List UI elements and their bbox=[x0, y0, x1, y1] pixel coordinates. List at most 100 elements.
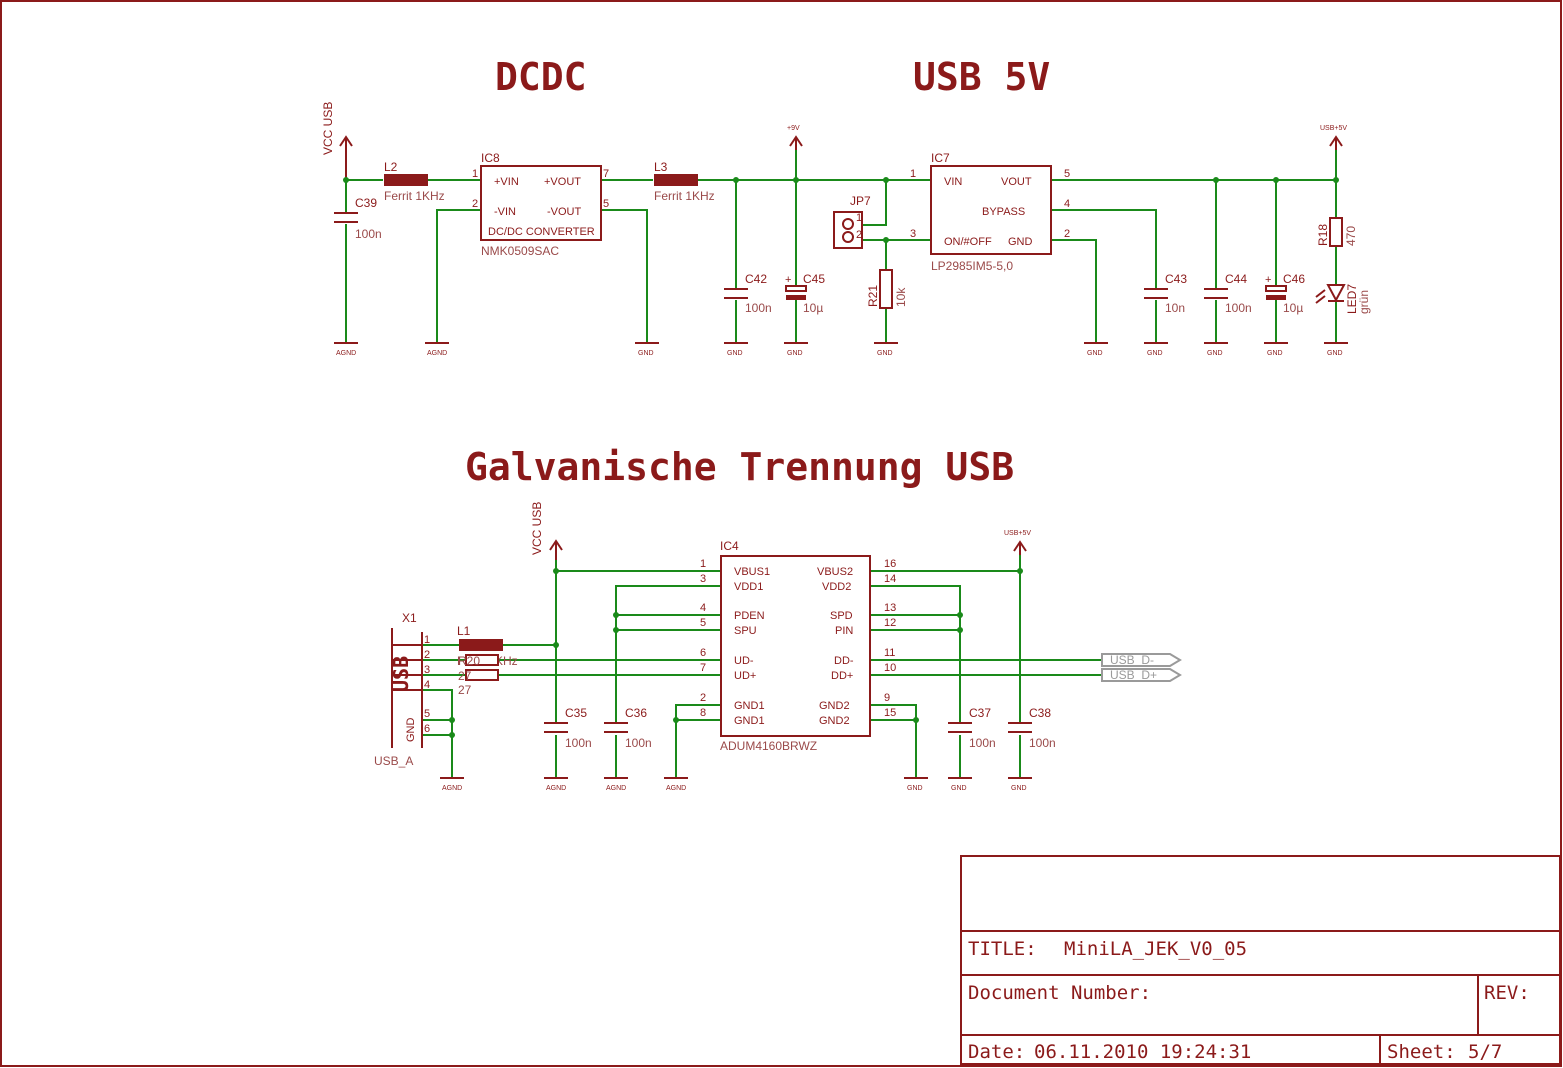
capacitor-c44 bbox=[1204, 288, 1228, 299]
galvanic-section: VCC USB bbox=[374, 502, 1182, 792]
gnd-label-1: AGND bbox=[336, 350, 356, 357]
gnd-label-13: AGND bbox=[546, 785, 566, 792]
ic4-pinnum-1: 1 bbox=[700, 558, 706, 570]
ic4-pinnum-4: 4 bbox=[700, 602, 706, 614]
c36-name: C36 bbox=[625, 706, 647, 720]
ic4-pinnum-16: 16 bbox=[884, 558, 896, 570]
c42-value: 100n bbox=[745, 301, 772, 315]
jp7-pin-2: 2 bbox=[856, 229, 862, 241]
c38-value: 100n bbox=[1029, 736, 1056, 750]
ic4-pin-gnd2-a: GND2 bbox=[819, 700, 850, 712]
x1-pin-6: 6 bbox=[424, 723, 430, 735]
title-value: MiniLA_JEK_V0_05 bbox=[1064, 938, 1247, 960]
ic4-name: IC4 bbox=[720, 539, 739, 553]
ic4-pin-gnd1-b: GND1 bbox=[734, 715, 765, 727]
ic4-pinnum-5: 5 bbox=[700, 617, 706, 629]
ic8-pin-vin-minus: -VIN bbox=[494, 206, 516, 218]
capacitor-c38 bbox=[1008, 722, 1032, 733]
gnd-label-16: GND bbox=[907, 785, 923, 792]
r18-value: 470 bbox=[1344, 226, 1358, 246]
gnd-label-12: AGND bbox=[442, 785, 462, 792]
ic4-pinnum-15: 15 bbox=[884, 707, 896, 719]
supply-vcc-usb-label: VCC USB bbox=[321, 102, 335, 155]
ic4-pin-spu: SPU bbox=[734, 625, 757, 637]
c42-name: C42 bbox=[745, 272, 767, 286]
svg-text:+: + bbox=[785, 274, 791, 286]
net-usb-dp-label: USB_D+ bbox=[1110, 668, 1157, 682]
ic4-pin-ud-minus: UD- bbox=[734, 655, 754, 667]
c44-name: C44 bbox=[1225, 272, 1247, 286]
ic4-pin-dd-plus: DD+ bbox=[831, 670, 853, 682]
capacitor-c43 bbox=[1144, 288, 1168, 299]
l1-name: L1 bbox=[457, 624, 471, 638]
ic7-pin-vout: VOUT bbox=[1001, 176, 1032, 188]
gnd-label-6: GND bbox=[877, 350, 893, 357]
jp7-pin-1: 1 bbox=[856, 212, 862, 224]
capacitor-c37 bbox=[948, 722, 972, 733]
ic8-pinnum-2: 2 bbox=[472, 198, 478, 210]
title-block bbox=[960, 855, 1561, 1065]
r21-name: R21 bbox=[866, 285, 880, 307]
x1-value: USB_A bbox=[374, 754, 413, 768]
r18-name: R18 bbox=[1316, 224, 1330, 246]
net-usb-dm-label: USB_D- bbox=[1110, 653, 1154, 667]
inductor-l3 bbox=[654, 174, 698, 186]
ic7-pin-onoff: ON/#OFF bbox=[944, 236, 992, 248]
inductor-l2 bbox=[384, 174, 428, 186]
ic4-pinnum-14: 14 bbox=[884, 573, 896, 585]
ic4-pinnum-6: 6 bbox=[700, 647, 706, 659]
gnd-label-15: AGND bbox=[666, 785, 686, 792]
ic4-pinnum-7: 7 bbox=[700, 662, 706, 674]
ic8-value: NMK0509SAC bbox=[481, 244, 559, 258]
gnd-label-3: GND bbox=[638, 350, 654, 357]
c43-value: 10n bbox=[1165, 301, 1185, 315]
ic7-value: LP2985IM5-5,0 bbox=[931, 259, 1013, 273]
gnd-label-7: GND bbox=[1087, 350, 1103, 357]
resistor-usb-dm bbox=[465, 654, 499, 666]
ic4-body bbox=[720, 555, 871, 737]
ic4-pin-pden: PDEN bbox=[734, 610, 765, 622]
ic4-pin-vdd2: VDD2 bbox=[822, 581, 851, 593]
sheet-label: Sheet: bbox=[1387, 1041, 1456, 1063]
ic7-pinnum-4: 4 bbox=[1064, 198, 1070, 210]
dcdc-section: VCC USB bbox=[321, 102, 1371, 357]
ic4-pin-spd: SPD bbox=[830, 610, 853, 622]
r-usb1-name: R20 bbox=[458, 654, 480, 668]
r-usb1-value: 27 bbox=[458, 669, 472, 683]
capacitor-c36 bbox=[604, 722, 628, 733]
sheet-value: 5/7 bbox=[1468, 1041, 1502, 1063]
capacitor-c35 bbox=[544, 722, 568, 733]
ic7-pinnum-2: 2 bbox=[1064, 228, 1070, 240]
ic4-pinnum-3: 3 bbox=[700, 573, 706, 585]
c38-name: C38 bbox=[1029, 706, 1051, 720]
x1-gnd-label: GND bbox=[405, 718, 417, 743]
c44-value: 100n bbox=[1225, 301, 1252, 315]
resistor-r18 bbox=[1329, 217, 1343, 247]
jp7-name: JP7 bbox=[850, 194, 871, 208]
ic4-pinnum-2: 2 bbox=[700, 692, 706, 704]
section-title-dcdc: DCDC bbox=[495, 55, 587, 99]
gnd-label-18: GND bbox=[1011, 785, 1027, 792]
doc-number-label: Document Number: bbox=[968, 982, 1151, 1004]
c37-name: C37 bbox=[969, 706, 991, 720]
x1-name: X1 bbox=[402, 611, 417, 625]
ic8-pin-vout-plus: +VOUT bbox=[544, 176, 581, 188]
inductor-l1 bbox=[459, 639, 503, 651]
net-flag-usb-dm bbox=[1101, 653, 1182, 667]
l2-value: Ferrit 1KHz bbox=[384, 189, 445, 203]
ic4-value: ADUM4160BRWZ bbox=[720, 739, 817, 753]
ic4-pin-gnd2-b: GND2 bbox=[819, 715, 850, 727]
capacitor-c46: + bbox=[1265, 274, 1287, 300]
ic4-pin-vdd1: VDD1 bbox=[734, 581, 763, 593]
l2-name: L2 bbox=[384, 160, 398, 174]
ic7-name: IC7 bbox=[931, 151, 950, 165]
c39-value: 100n bbox=[355, 227, 382, 241]
date-label: Date: bbox=[968, 1041, 1025, 1063]
c35-value: 100n bbox=[565, 736, 592, 750]
ic8-name: IC8 bbox=[481, 151, 500, 165]
ic4-pin-vbus2: VBUS2 bbox=[817, 566, 853, 578]
ic8-pinnum-7: 7 bbox=[603, 168, 609, 180]
led7-name: LED7 bbox=[1345, 284, 1359, 314]
ic4-pin-dd-minus: DD- bbox=[834, 655, 854, 667]
